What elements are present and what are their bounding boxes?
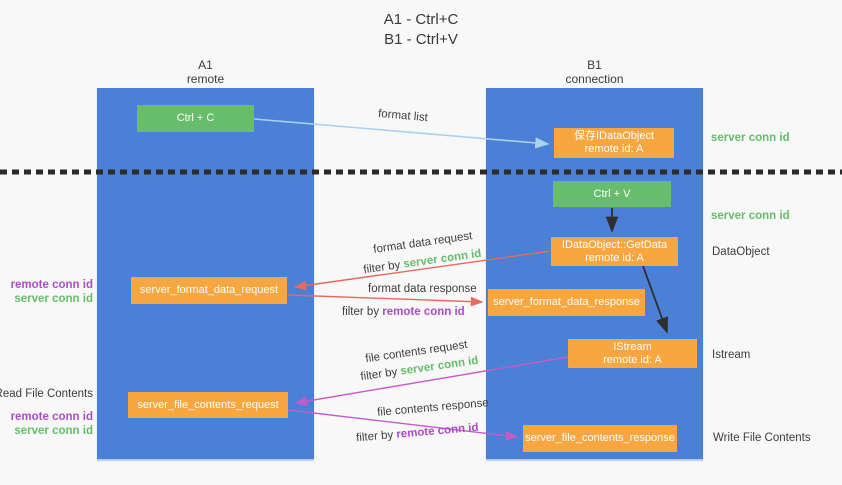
lane-header-a1: A1 remote xyxy=(97,58,314,86)
node-getdata-line2: remote id: A xyxy=(585,251,644,264)
label-filter-by-remote-conn-id-file: filter by remote conn id xyxy=(356,422,479,445)
filter-by-text: filter by xyxy=(362,259,402,277)
label-server-conn-id-file: server conn id xyxy=(14,425,93,437)
remote-conn-id-text: remote conn id xyxy=(395,421,480,441)
label-file-contents-response: file contents response xyxy=(376,397,490,419)
node-ctrl-v-label: Ctrl + V xyxy=(593,187,631,200)
label-server-conn-id-right-mid: server conn id xyxy=(711,210,790,222)
label-format-data-response: format data response xyxy=(368,283,477,295)
label-read-file-contents: Read File Contents xyxy=(0,388,93,400)
node-format-request-label: server_format_data_request xyxy=(139,284,279,296)
remote-conn-id-text: remote conn id xyxy=(382,306,465,318)
node-format-response-label: server_format_data_response xyxy=(493,296,640,308)
lane-b1-subtitle: connection xyxy=(565,72,624,86)
arrow-format-data-response xyxy=(287,294,484,307)
label-remote-conn-id-file: remote conn id xyxy=(10,411,93,423)
node-server-format-data-response: server_format_data_response xyxy=(488,289,645,316)
node-ctrl-c-label: Ctrl + C xyxy=(176,112,215,124)
lane-a1-subtitle: remote xyxy=(186,72,225,86)
label-write-file-contents: Write File Contents xyxy=(713,432,811,444)
label-dataobject: DataObject xyxy=(712,246,770,258)
label-server-conn-id-right-top: server conn id xyxy=(711,132,790,144)
lane-header-b1: B1 connection xyxy=(486,58,703,86)
node-server-file-contents-request: server_file_contents_request xyxy=(128,392,288,418)
node-idataobject-getdata: IDataObject::GetData remote id: A xyxy=(551,237,678,266)
node-ctrl-v: Ctrl + V xyxy=(553,181,671,207)
label-server-conn-id-format: server conn id xyxy=(14,293,93,305)
label-filter-by-remote-conn-id-format: filter by remote conn id xyxy=(342,306,465,318)
filter-by-text: filter by xyxy=(359,366,399,384)
node-getdata-line1: IDataObject::GetData xyxy=(561,238,668,251)
node-save-idataobject-line2: remote id: A xyxy=(584,143,644,155)
node-file-response-label: server_file_contents_response xyxy=(525,432,675,444)
node-server-file-contents-response: server_file_contents_response xyxy=(523,425,677,452)
node-istream-line2: remote id: A xyxy=(603,353,662,366)
label-istream: Istream xyxy=(712,349,751,361)
label-remote-conn-id-format: remote conn id xyxy=(10,279,93,291)
label-conn-ids-file: remote conn id server conn id xyxy=(11,410,93,438)
node-save-idataobject: 保存IDataObject remote id: A xyxy=(554,128,674,158)
node-ctrl-c: Ctrl + C xyxy=(137,105,254,132)
title-line-2: B1 - Ctrl+V xyxy=(384,31,458,48)
lane-b1-title: B1 xyxy=(587,58,602,72)
node-file-request-label: server_file_contents_request xyxy=(137,398,279,411)
node-istream-line1: IStream xyxy=(613,340,652,353)
label-conn-ids-format: remote conn id server conn id xyxy=(11,278,93,306)
server-conn-id-text: server conn id xyxy=(402,247,483,271)
node-server-format-data-request: server_format_data_request xyxy=(131,277,287,304)
label-format-list: format list xyxy=(377,107,429,125)
filter-by-text: filter by xyxy=(342,306,380,318)
node-istream: IStream remote id: A xyxy=(568,339,697,368)
lane-a1-title: A1 xyxy=(198,58,213,72)
diagram-title: A1 - Ctrl+C B1 - Ctrl+V xyxy=(0,10,842,50)
filter-by-text: filter by xyxy=(355,429,394,445)
node-save-idataobject-line1: 保存IDataObject xyxy=(573,130,655,142)
title-line-1: A1 - Ctrl+C xyxy=(383,11,459,28)
